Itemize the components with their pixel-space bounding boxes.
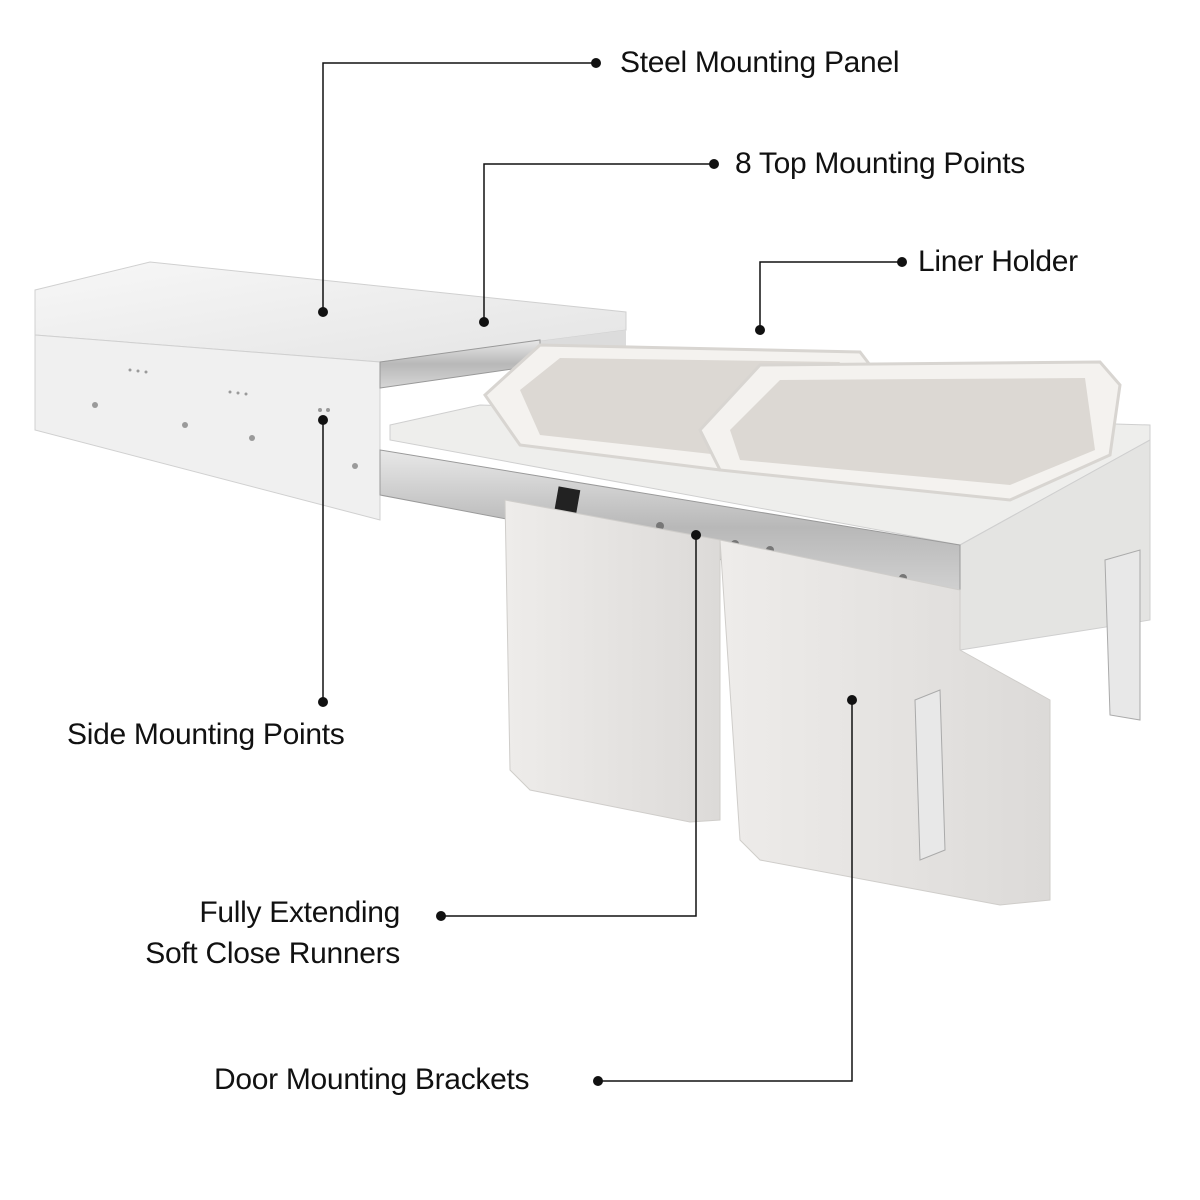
callout-dot — [318, 307, 328, 317]
callout-dot — [897, 257, 907, 267]
callout-dot — [436, 911, 446, 921]
right-bin — [719, 539, 1051, 906]
callout-label-side-mounting-points: Side Mounting Points — [67, 718, 345, 751]
liner-holder-right — [698, 360, 1122, 502]
callout-label-liner-holder: Liner Holder — [918, 245, 1078, 278]
callout-dot — [755, 325, 765, 335]
callout-dot — [318, 697, 328, 707]
callout-dot — [318, 415, 328, 425]
callout-dot — [847, 695, 857, 705]
callout-dot — [709, 159, 719, 169]
callout-label-steel-mounting-panel: Steel Mounting Panel — [620, 46, 900, 79]
callout-label-runners-line1: Fully Extending — [199, 896, 400, 929]
callout-dot — [593, 1076, 603, 1086]
callout-label-runners-line2: Soft Close Runners — [145, 937, 400, 970]
callout-dot — [591, 58, 601, 68]
callout-label-door-mounting-brackets: Door Mounting Brackets — [214, 1063, 530, 1096]
callout-label-top-mounting-points: 8 Top Mounting Points — [735, 147, 1026, 180]
callout-dot — [691, 530, 701, 540]
door-mounting-bracket — [914, 549, 1141, 861]
callout-dot — [479, 317, 489, 327]
